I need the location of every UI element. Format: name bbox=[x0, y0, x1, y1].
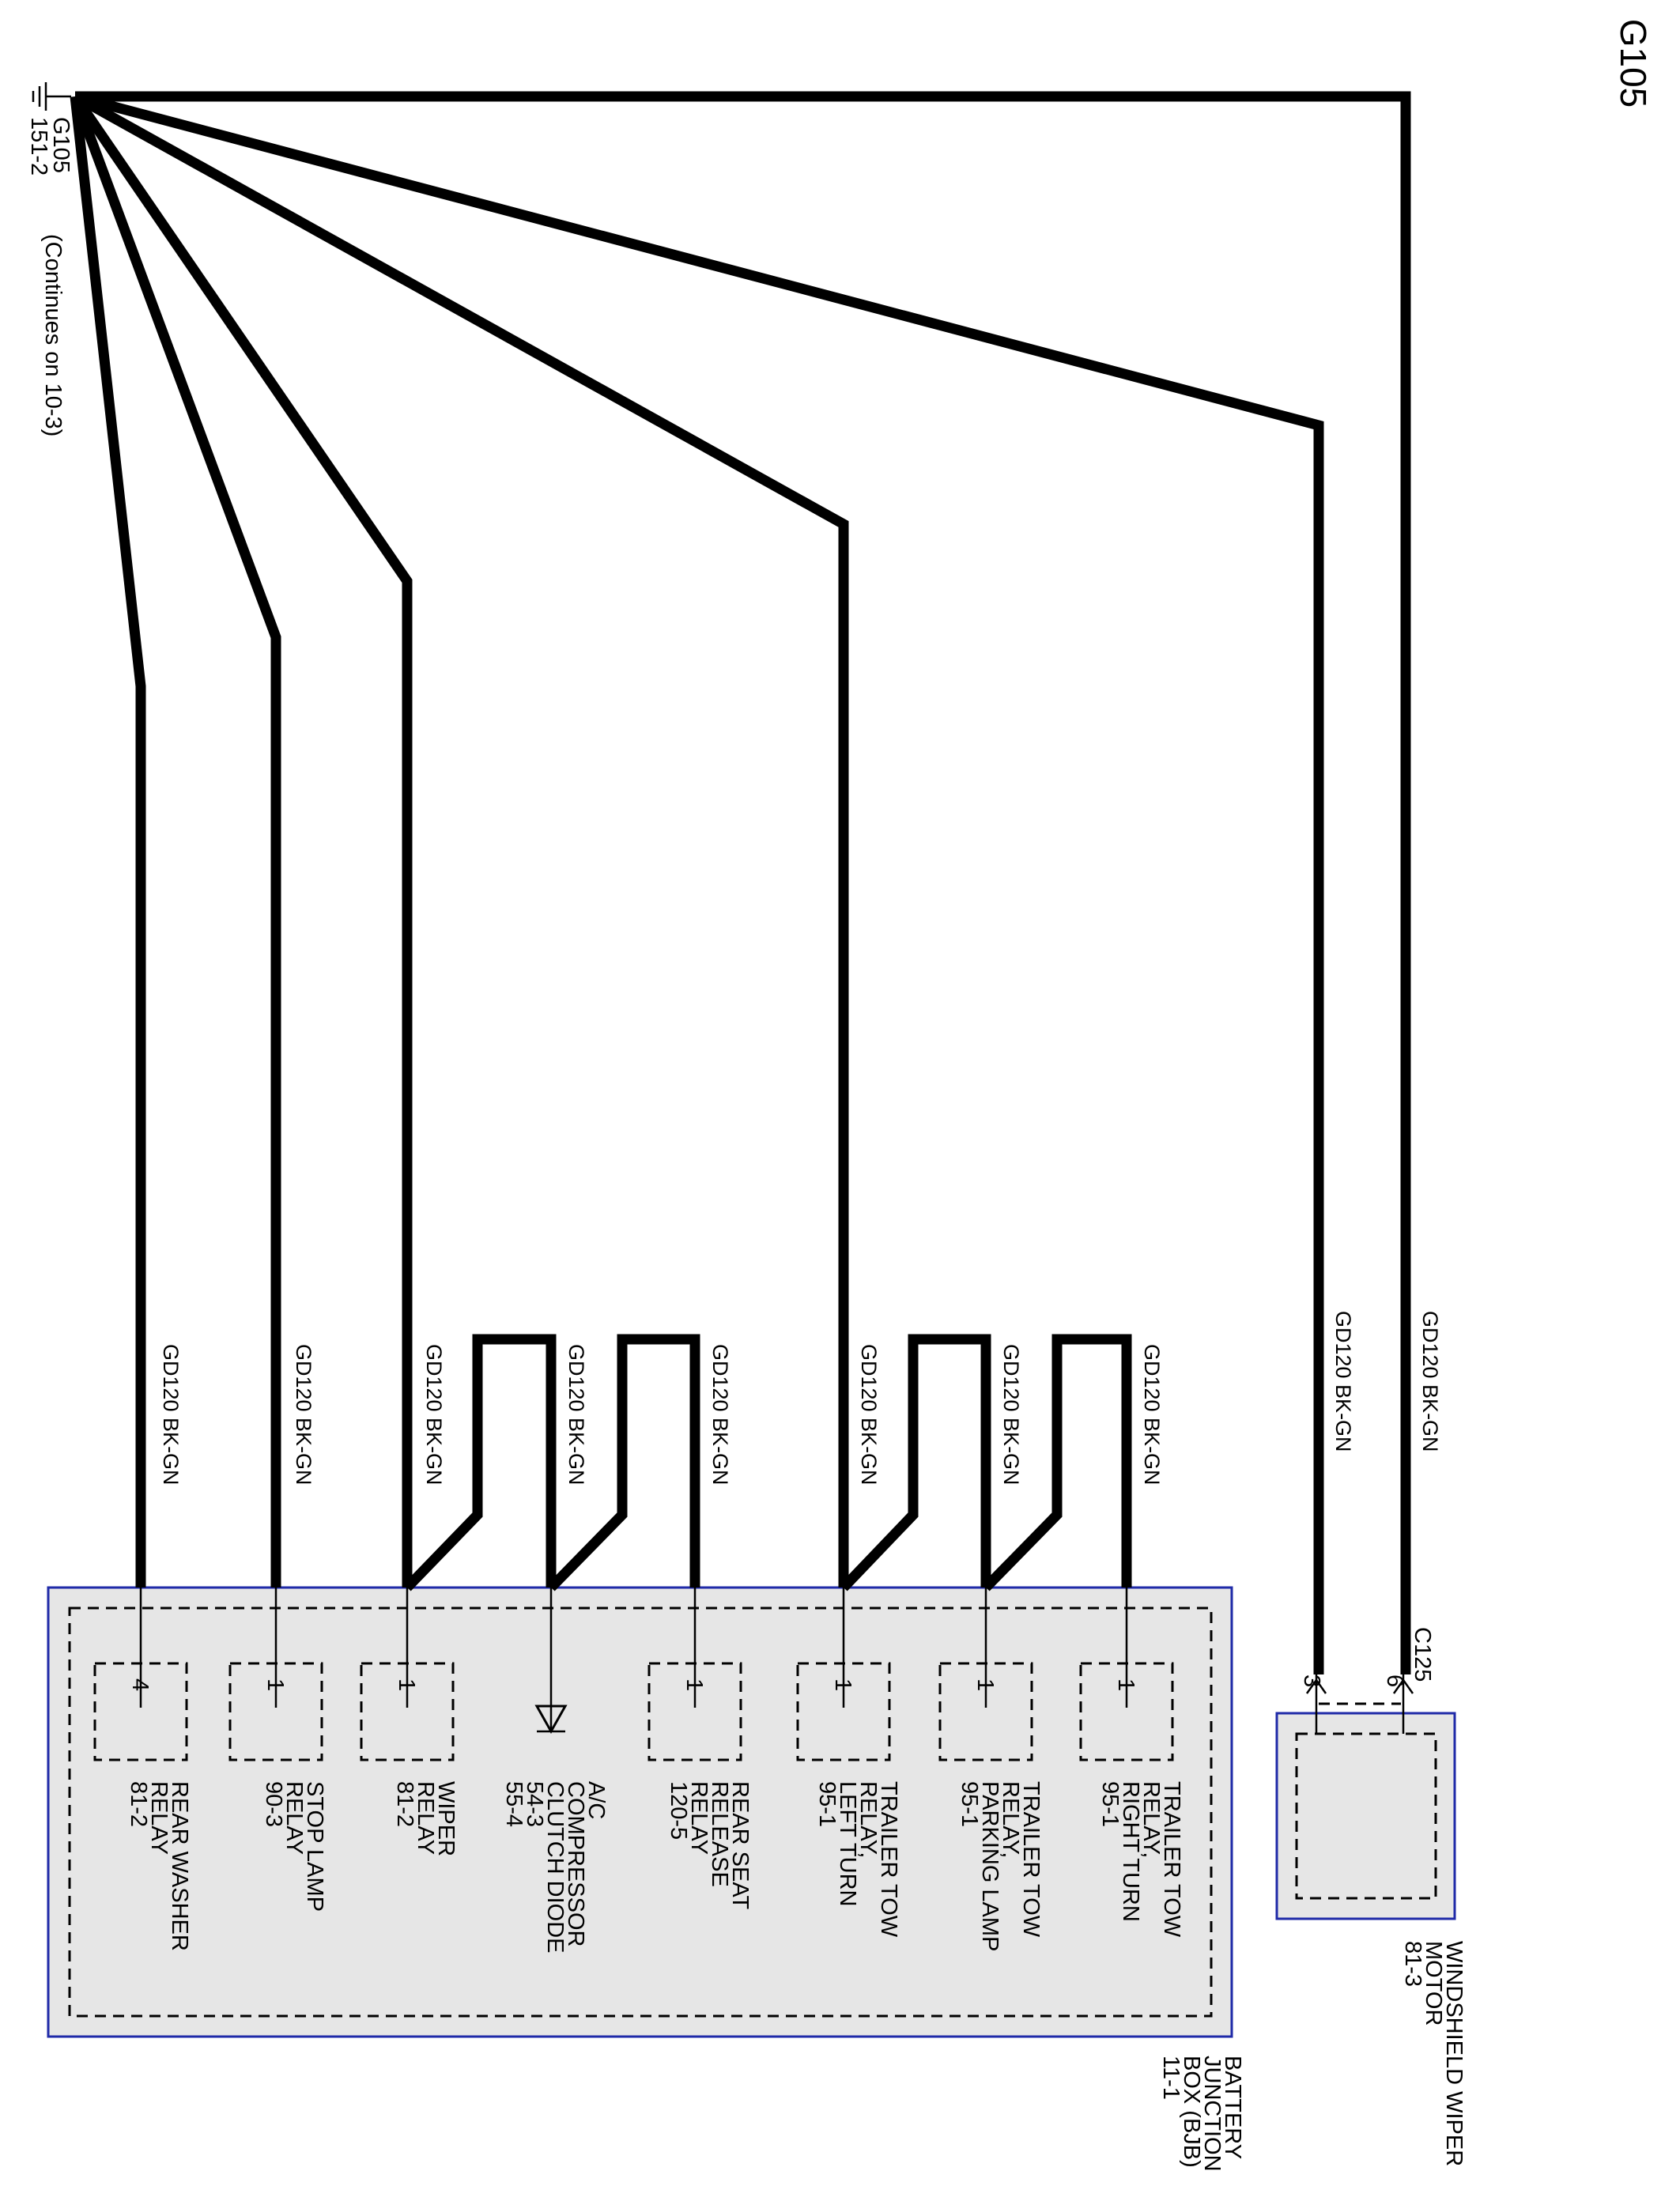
wire-label: GD120 BK-GN bbox=[999, 1344, 1023, 1486]
pin-label-line: TRAILER TOW bbox=[1018, 1781, 1044, 1938]
wire-label: GD120 BK-GN bbox=[292, 1344, 315, 1486]
pin-label-line: 81-2 bbox=[126, 1781, 151, 1827]
ground-wires bbox=[70, 91, 1411, 1674]
jbox-label-line: BATTERY bbox=[1220, 2056, 1245, 2159]
pin-label-line: 95-1 bbox=[957, 1781, 982, 1827]
pin-label-line: REAR SEAT bbox=[727, 1781, 753, 1910]
pin-label-line: TRAILER TOW bbox=[1159, 1781, 1184, 1938]
wire-labels: GD120 BK-GN GD120 BK-GN GD120 BK-GN GD120 B… bbox=[159, 1311, 1442, 1486]
pin-label-line: 90-3 bbox=[261, 1781, 286, 1827]
wire-label: GD120 BK-GN bbox=[1140, 1344, 1164, 1486]
pin-number: 1 bbox=[262, 1678, 288, 1691]
pin-label-line: RELAY bbox=[281, 1781, 307, 1855]
wiper-label-line: MOTOR bbox=[1421, 1941, 1446, 2026]
pin-label-line: REAR WASHER bbox=[167, 1781, 192, 1951]
jbox-label-line: JUNCTION bbox=[1199, 2056, 1225, 2172]
pin-label-line: CLUTCH DIODE bbox=[542, 1781, 568, 1954]
wire-label: GD120 BK-GN bbox=[1418, 1311, 1442, 1452]
pin-label-line: RELAY bbox=[146, 1781, 172, 1855]
battery-junction-box bbox=[47, 1586, 1233, 2038]
ground-name: G105 bbox=[48, 117, 74, 173]
pin-label-line: 55-4 bbox=[501, 1781, 527, 1827]
pin-number: 1 bbox=[394, 1678, 419, 1691]
wire-label: GD120 BK-GN bbox=[1331, 1311, 1355, 1452]
jbox-label-line: 11-1 bbox=[1158, 2056, 1184, 2100]
pin-label-line: RELAY, bbox=[855, 1781, 881, 1858]
wiper-label-line: 81-3 bbox=[1400, 1941, 1425, 1987]
wire-label: GD120 BK-GN bbox=[564, 1344, 588, 1486]
pin-number: 1 bbox=[1113, 1678, 1138, 1691]
pin-label-line: WIPER bbox=[433, 1781, 459, 1856]
windshield-wiper-motor bbox=[1275, 1672, 1456, 1920]
diagram-title: G105 bbox=[1613, 19, 1654, 108]
wiper-pin-6: 6 bbox=[1382, 1674, 1407, 1687]
pin-label-line: RIGHT TURN bbox=[1118, 1781, 1143, 1922]
pin-label-line: 54-3 bbox=[522, 1781, 547, 1827]
wiper-label-line: WINDSHIELD WIPER bbox=[1441, 1941, 1467, 2166]
wire-label: GD120 BK-GN bbox=[708, 1344, 732, 1486]
pin-label-line: 95-1 bbox=[1097, 1781, 1123, 1827]
splice-wires bbox=[403, 1334, 1132, 1591]
pin-label-line: 95-1 bbox=[814, 1781, 840, 1827]
pin-label-line: RELAY, bbox=[1138, 1781, 1164, 1858]
pin-number: 1 bbox=[972, 1678, 998, 1691]
wire-label: GD120 BK-GN bbox=[422, 1344, 446, 1486]
wiper-pin-3: 3 bbox=[1299, 1674, 1324, 1687]
diode-icon bbox=[534, 1705, 568, 1735]
pin-label-line: A/C bbox=[583, 1781, 609, 1819]
jbox-label-line: BOX (BJB) bbox=[1179, 2056, 1204, 2168]
pin-label-line: TRAILER TOW bbox=[876, 1781, 901, 1938]
wire-label: GD120 BK-GN bbox=[159, 1344, 183, 1486]
pin-label-line: RELAY bbox=[413, 1781, 438, 1855]
pin-number: 1 bbox=[681, 1678, 707, 1691]
pin-label-line: 120-5 bbox=[666, 1781, 691, 1840]
ground-ref: 151-2 bbox=[26, 117, 51, 176]
pin-label-line: RELEASE bbox=[707, 1781, 732, 1887]
pin-number: 1 bbox=[830, 1678, 855, 1691]
ground-symbol bbox=[32, 82, 71, 111]
pin-label-line: 81-2 bbox=[392, 1781, 417, 1827]
pin-label-line: RELAY, bbox=[998, 1781, 1023, 1858]
wire-label: GD120 BK-GN bbox=[857, 1344, 881, 1486]
pin-label-line: PARKING LAMP bbox=[977, 1781, 1002, 1951]
pin-label-line: LEFT TURN bbox=[835, 1781, 860, 1906]
pin-label-line: STOP LAMP bbox=[302, 1781, 327, 1912]
pin-label-line: RELAY bbox=[686, 1781, 712, 1855]
connector-c125: C125 bbox=[1410, 1627, 1435, 1682]
pin-number: 4 bbox=[127, 1678, 153, 1691]
ground-continues-note: (Continues on 10-3) bbox=[40, 234, 66, 436]
pin-label-line: COMPRESSOR bbox=[563, 1781, 588, 1946]
